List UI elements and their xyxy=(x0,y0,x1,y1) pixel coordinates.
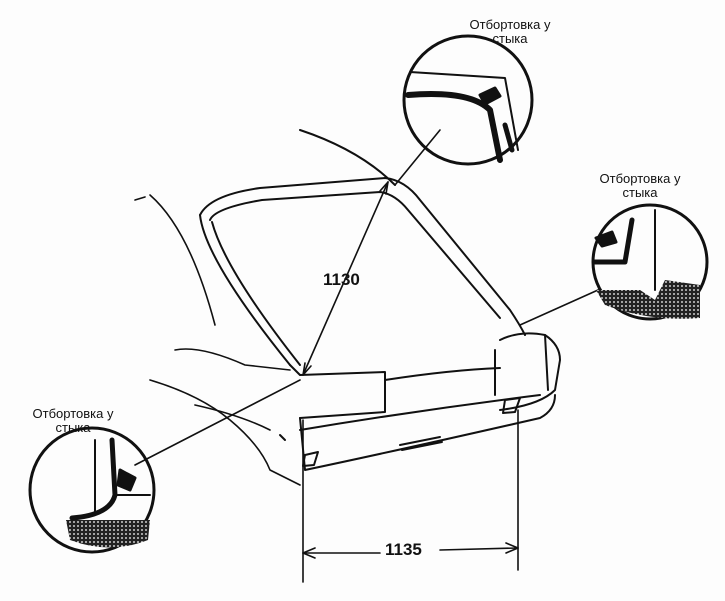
dimension-diagonal-label: 1130 xyxy=(323,270,360,289)
dimension-width-label: 1135 xyxy=(385,540,422,559)
callout-detail-right xyxy=(591,203,709,321)
body-side-outline xyxy=(134,194,301,486)
callout-label-line2: стыка xyxy=(492,31,528,46)
callout-label-right: Отбортовка у стыка xyxy=(585,172,695,200)
callout-detail-left xyxy=(28,426,156,554)
callout-label-line1: Отбортовка у xyxy=(599,171,681,186)
callout-label-line1: Отбортовка у xyxy=(469,17,551,32)
leader-lines xyxy=(134,129,599,466)
callout-label-top: Отбортовка у стыка xyxy=(455,18,565,46)
callout-detail-top xyxy=(402,34,534,166)
callout-label-line2: стыка xyxy=(622,185,658,200)
callout-label-line1: Отбортовка у xyxy=(32,406,114,421)
tailgate-opening-outline xyxy=(199,129,561,471)
callout-label-left: Отбортовка у стыка xyxy=(18,407,128,435)
callout-label-line2: стыка xyxy=(55,420,91,435)
dimension-lines xyxy=(302,181,519,583)
